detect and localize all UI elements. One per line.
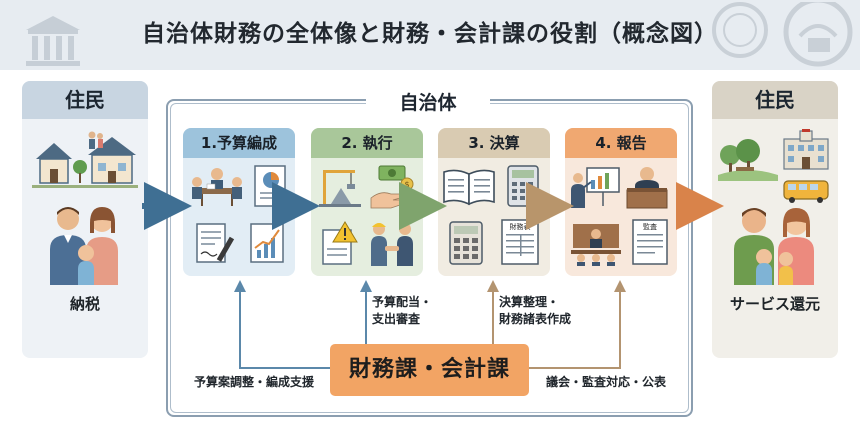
report-role-note: 議会・監査対応・公表	[546, 375, 667, 389]
page-title: 自治体財務の全体像と財務・会計課の役割（概念図）	[142, 21, 718, 47]
residents-right-heading: 住民	[712, 81, 838, 119]
document-pen-icon	[196, 223, 235, 263]
ledger-book-icon	[443, 169, 495, 206]
seal-deco-icon	[712, 2, 853, 67]
title-band	[0, 0, 860, 70]
settlement-role-line2: 財務諸表作成	[499, 312, 572, 326]
execution-role-line2: 支出審査	[372, 312, 421, 326]
council-meeting-icon	[571, 224, 621, 266]
budget-role-note: 予算案調整・編成支援	[194, 375, 315, 389]
public-facilities-icon	[718, 129, 829, 203]
calculator-small-icon	[449, 221, 483, 265]
residents-left-heading: 住民	[22, 81, 148, 119]
meeting-icon	[192, 168, 242, 206]
service-return-label: サービス還元	[729, 295, 820, 313]
step-budget-formulation-label: 1.予算編成	[183, 128, 295, 158]
audit-text: 監査	[643, 223, 657, 231]
execution-role-line1: 予算配当・	[372, 295, 433, 309]
line-finance-to-report	[529, 280, 626, 369]
settlement-role-line1: 決算整理・	[499, 295, 560, 309]
podium-speaker-icon	[626, 167, 668, 209]
step-reporting: 4. 報告 監査	[565, 128, 677, 276]
building-deco-icon	[26, 16, 80, 66]
residents-service-panel: 住民 サービス還元	[712, 81, 838, 358]
residents-tax-panel: 住民 納税	[22, 81, 148, 358]
step-settlement: 3. 決算 財務表	[438, 128, 550, 276]
finance-accounting-dept: 財務課・会計課	[330, 344, 529, 396]
handshake-workers-icon	[371, 223, 413, 266]
step-reporting-label: 4. 報告	[565, 128, 677, 158]
happy-family-icon	[734, 208, 814, 285]
line-finance-to-budget	[234, 280, 330, 369]
execution-role-note: 予算配当・ 支出審査	[372, 294, 432, 328]
warning-document-icon	[322, 221, 358, 265]
family-icon	[50, 207, 118, 285]
tax-label: 納税	[69, 295, 100, 313]
settlement-role-note: 決算整理・ 財務諸表作成	[499, 294, 571, 328]
houses-icon	[32, 131, 138, 188]
growth-chart-icon	[250, 223, 284, 263]
step-budget-formulation: 1.予算編成	[183, 128, 295, 276]
audit-document-icon	[632, 219, 668, 265]
local-government-title: 自治体	[399, 92, 457, 114]
step-settlement-label: 3. 決算	[438, 128, 550, 158]
financial-statement-text: 財務表	[509, 223, 531, 231]
construction-icon	[319, 170, 361, 207]
step-execution-label: 2. 執行	[311, 128, 423, 158]
presentation-icon	[571, 167, 620, 208]
